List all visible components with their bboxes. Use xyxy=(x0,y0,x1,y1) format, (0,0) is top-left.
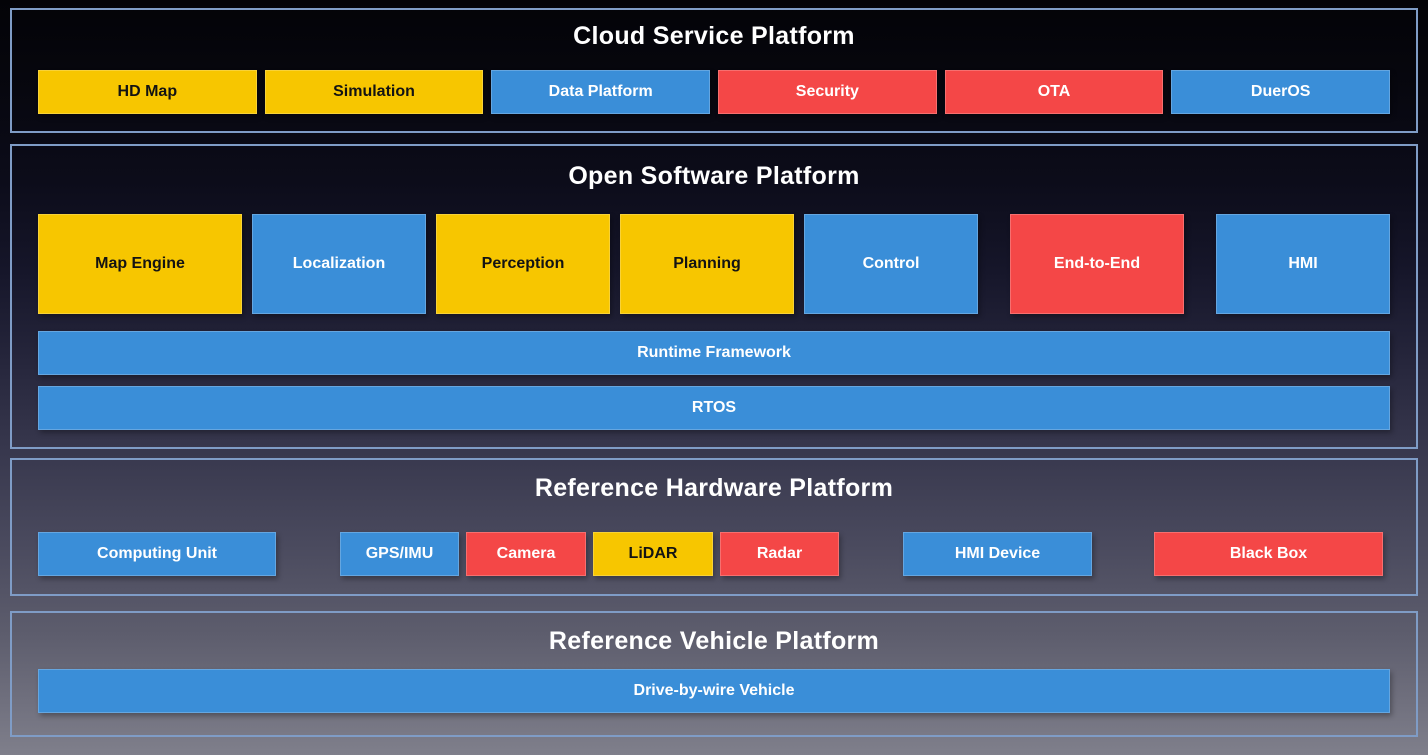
panel-reference-vehicle-platform: Reference Vehicle Platform Drive-by-wire… xyxy=(10,611,1418,737)
box-ota: OTA xyxy=(944,70,1164,114)
module-hmi: HMI xyxy=(1216,214,1390,314)
box-dueros: DuerOS xyxy=(1171,70,1391,114)
module-control: Control xyxy=(804,214,978,314)
software-modules-row: Map Engine Localization Perception Plann… xyxy=(12,214,1416,314)
cloud-service-platform-title: Cloud Service Platform xyxy=(573,22,855,50)
hw-camera: Camera xyxy=(466,532,586,576)
module-map-engine: Map Engine xyxy=(38,214,242,314)
cloud-services-row: HD Map Simulation Data Platform Security… xyxy=(12,70,1416,114)
module-planning: Planning xyxy=(620,214,794,314)
panel-reference-hardware-platform: Reference Hardware Platform Computing Un… xyxy=(10,458,1418,596)
bar-drive-by-wire-vehicle: Drive-by-wire Vehicle xyxy=(38,669,1390,713)
hw-gps-imu: GPS/IMU xyxy=(340,532,459,576)
vehicle-bars: Drive-by-wire Vehicle xyxy=(12,669,1416,713)
module-end-to-end: End-to-End xyxy=(1010,214,1184,314)
panel-open-software-platform: Open Software Platform Map Engine Locali… xyxy=(10,144,1418,449)
hardware-row: Computing Unit GPS/IMU Camera LiDAR Rada… xyxy=(12,532,1416,576)
box-hd-map: HD Map xyxy=(38,70,257,114)
hw-radar: Radar xyxy=(720,532,839,576)
bar-rtos: RTOS xyxy=(38,386,1390,430)
bar-runtime-framework: Runtime Framework xyxy=(38,331,1390,375)
hw-black-box: Black Box xyxy=(1154,532,1383,576)
module-perception: Perception xyxy=(436,214,610,314)
box-data-platform: Data Platform xyxy=(491,70,711,114)
reference-hardware-platform-title: Reference Hardware Platform xyxy=(534,474,894,502)
reference-vehicle-platform-title: Reference Vehicle Platform xyxy=(548,627,880,655)
software-bars: Runtime Framework RTOS xyxy=(12,331,1416,430)
module-localization: Localization xyxy=(252,214,426,314)
hw-lidar: LiDAR xyxy=(593,532,713,576)
open-software-platform-title: Open Software Platform xyxy=(568,162,860,190)
box-security: Security xyxy=(718,70,937,114)
hw-hmi-device: HMI Device xyxy=(903,532,1092,576)
box-simulation: Simulation xyxy=(264,70,484,114)
hw-computing-unit: Computing Unit xyxy=(38,532,276,576)
panel-cloud-service-platform: Cloud Service Platform HD Map Simulation… xyxy=(10,8,1418,133)
